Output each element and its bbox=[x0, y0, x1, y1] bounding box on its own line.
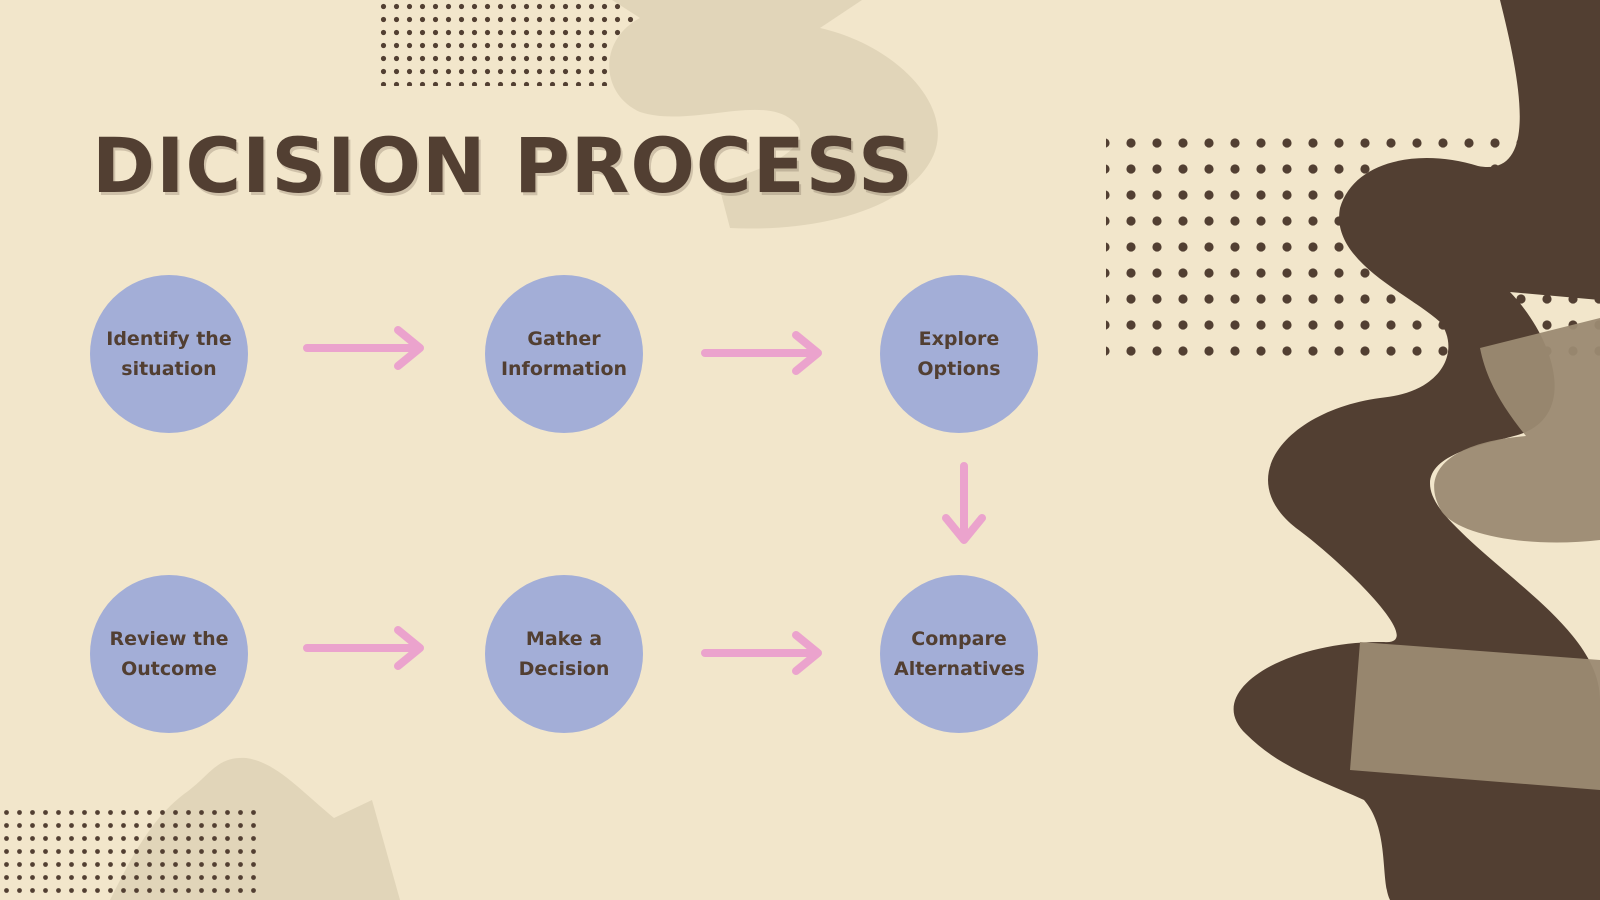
step-label: Identify the situation bbox=[106, 328, 232, 380]
arrow-right-icon bbox=[701, 331, 822, 375]
step-node-gather: Gather Information bbox=[485, 275, 643, 433]
step-node-identify: Identify the situation bbox=[90, 275, 248, 433]
taupe-overlay-shape bbox=[1434, 318, 1600, 543]
step-node-explore: Explore Options bbox=[880, 275, 1038, 433]
taupe-overlay-shape-2 bbox=[1350, 642, 1600, 790]
arrow-down-icon bbox=[942, 462, 986, 544]
page-title: DICISION PROCESS bbox=[92, 121, 914, 210]
step-label: Explore Options bbox=[917, 328, 1001, 380]
arrow-right-icon bbox=[303, 326, 424, 370]
dot-pattern-bottom bbox=[0, 806, 260, 900]
step-node-review: Review the Outcome bbox=[90, 575, 248, 733]
step-label: Gather Information bbox=[500, 328, 628, 380]
arrow-right-icon bbox=[303, 626, 424, 670]
arrow-right-icon bbox=[701, 631, 822, 675]
step-label: Compare Alternatives bbox=[894, 628, 1026, 680]
step-node-compare: Compare Alternatives bbox=[880, 575, 1038, 733]
light-squiggle-top bbox=[609, 0, 938, 229]
step-label: Review the Outcome bbox=[109, 628, 229, 680]
step-label: Make a Decision bbox=[518, 628, 610, 680]
step-node-decide: Make a Decision bbox=[485, 575, 643, 733]
